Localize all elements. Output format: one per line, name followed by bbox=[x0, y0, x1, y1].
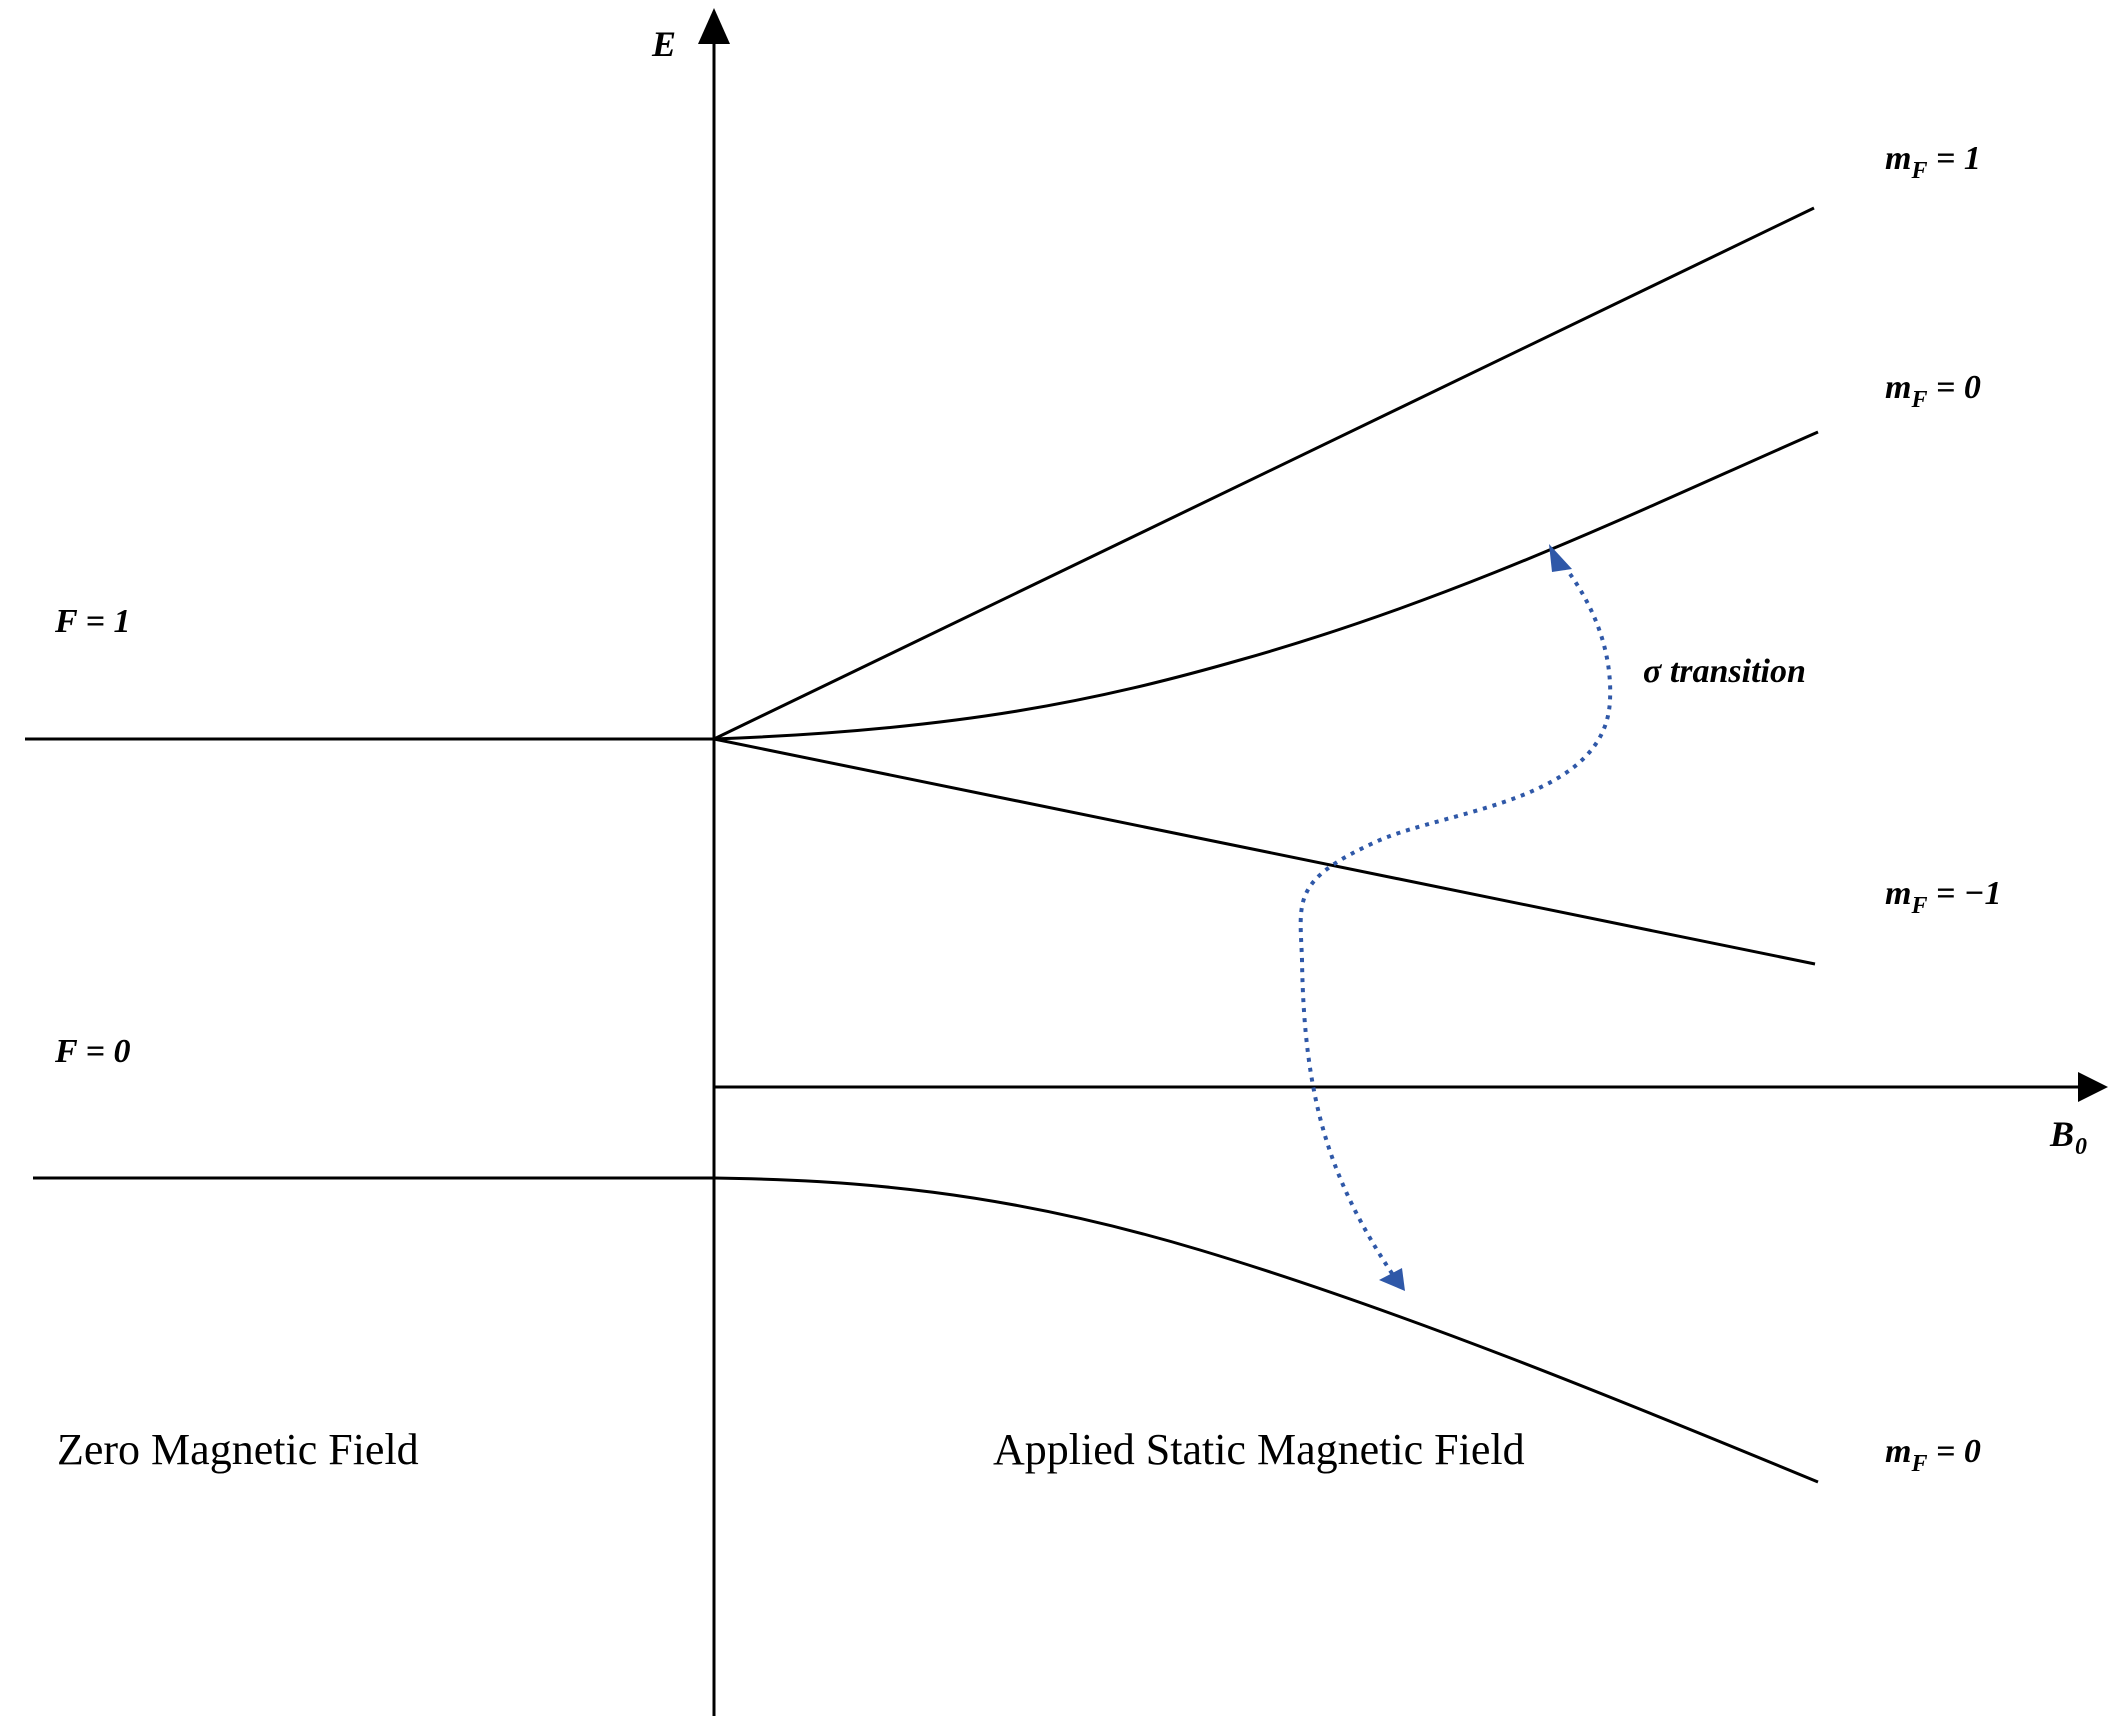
sublevel-label-mf-minus1: mF = −1 bbox=[1885, 875, 2001, 919]
energy-levels bbox=[25, 206, 1819, 1484]
sublevel-label-mf-0-lower: mF = 0 bbox=[1885, 1433, 1981, 1477]
x-axis-arrowhead bbox=[2078, 1072, 2108, 1102]
sublevel-label-mf-plus1: mF = 1 bbox=[1885, 140, 1981, 184]
y-axis-arrowhead bbox=[698, 8, 730, 44]
sigma-arrowhead-top bbox=[1549, 544, 1572, 572]
sigma-transition-label: σ transition bbox=[1643, 653, 1806, 690]
sublevel-mf-plus1-line bbox=[713, 206, 1815, 741]
x-axis-label: B0 bbox=[2049, 1114, 2087, 1160]
y-axis-label: E bbox=[651, 24, 676, 64]
sublevel-mf-minus1-line bbox=[713, 737, 1816, 966]
zero-field-region-label: Zero Magnetic Field bbox=[57, 1425, 419, 1474]
sigma-arrowhead-bottom bbox=[1379, 1268, 1405, 1291]
sublevel-label-mf-0-upper: mF = 0 bbox=[1885, 369, 1981, 413]
sublevel-mf-0-upper-line bbox=[713, 430, 1819, 741]
level-label-f0: F = 0 bbox=[54, 1033, 130, 1070]
sublevel-mf-0-lower-line bbox=[713, 1176, 1819, 1484]
level-label-f1: F = 1 bbox=[54, 603, 130, 640]
axes bbox=[712, 40, 2080, 1716]
sigma-transition-arrow bbox=[1298, 556, 1613, 1277]
applied-field-region-label: Applied Static Magnetic Field bbox=[993, 1425, 1525, 1474]
